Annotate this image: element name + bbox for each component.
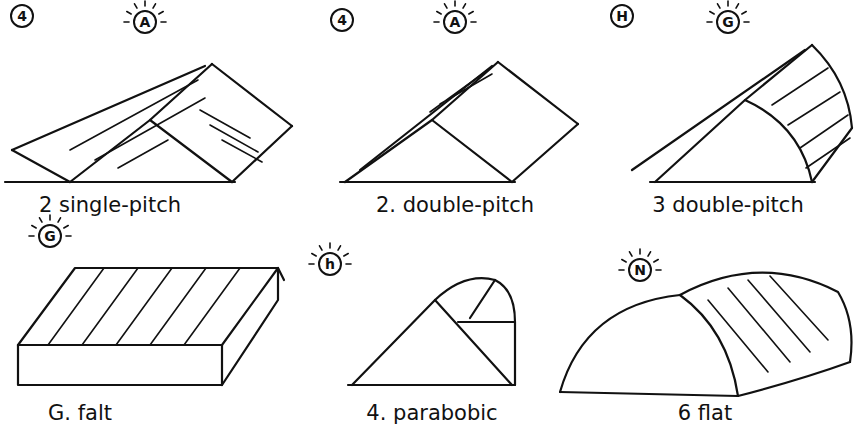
sun-ray (320, 246, 323, 250)
sun-ray (153, 4, 156, 8)
sun-ray (454, 1, 456, 6)
sun-ray (656, 269, 661, 271)
roof-caption: 2 single-pitch (39, 194, 181, 217)
sun-marker: A (443, 10, 467, 34)
sun-ray (639, 249, 641, 254)
sun-marker: A (133, 10, 157, 34)
flat-roof-slab (18, 268, 284, 385)
sun-ray (736, 4, 739, 8)
sun-ray (630, 252, 633, 256)
sun-ray (463, 4, 466, 8)
roof-caption: 6 flat (678, 402, 732, 425)
parabolic-roof (348, 278, 515, 385)
sun-ray (471, 21, 476, 23)
sun-ray (742, 12, 746, 15)
sun-ray (309, 263, 314, 265)
sun-ray (648, 252, 651, 256)
sun-ray (135, 4, 138, 8)
sun-ray (338, 246, 341, 250)
gable-roof-1 (5, 64, 292, 182)
sun-ray (469, 12, 473, 15)
sun-ray (127, 12, 131, 15)
sun-ray (312, 254, 316, 257)
arched-roof (560, 273, 852, 396)
sun-ray (344, 254, 348, 257)
sun-ray (40, 218, 43, 222)
sun-ray (622, 260, 626, 263)
sun-ray (707, 21, 712, 23)
circled-letter: H (610, 4, 634, 28)
sun-marker: N (628, 258, 652, 282)
sun-ray (58, 218, 61, 222)
sun-ray (437, 12, 441, 15)
sun-ray (727, 1, 729, 6)
circled-letter: 4 (10, 4, 34, 28)
sun-marker: h (318, 252, 342, 276)
roof-caption: 2. double-pitch (376, 194, 534, 217)
roof-caption: G. falt (48, 402, 112, 425)
curved-gable-roof (632, 45, 852, 182)
sun-ray (434, 21, 439, 23)
sun-ray (329, 243, 331, 248)
sun-marker: G (716, 10, 740, 34)
sun-ray (161, 21, 166, 23)
sun-ray (29, 235, 34, 237)
sun-ray (710, 12, 714, 15)
sun-ray (32, 226, 36, 229)
sun-ray (144, 1, 146, 6)
sun-ray (654, 260, 658, 263)
sun-marker: G (38, 224, 62, 248)
sun-ray (159, 12, 163, 15)
sun-ray (445, 4, 448, 8)
roof-caption: 3 double-pitch (652, 194, 803, 217)
sun-ray (66, 235, 71, 237)
sun-ray (64, 226, 68, 229)
sun-rays (29, 1, 749, 270)
sun-ray (619, 269, 624, 271)
sun-ray (346, 263, 351, 265)
roof-caption: 4. parabobic (366, 402, 497, 425)
sun-ray (718, 4, 721, 8)
sun-ray (744, 21, 749, 23)
circled-letter: 4 (330, 8, 354, 32)
sun-ray (124, 21, 129, 23)
gable-roof-2 (340, 62, 578, 182)
